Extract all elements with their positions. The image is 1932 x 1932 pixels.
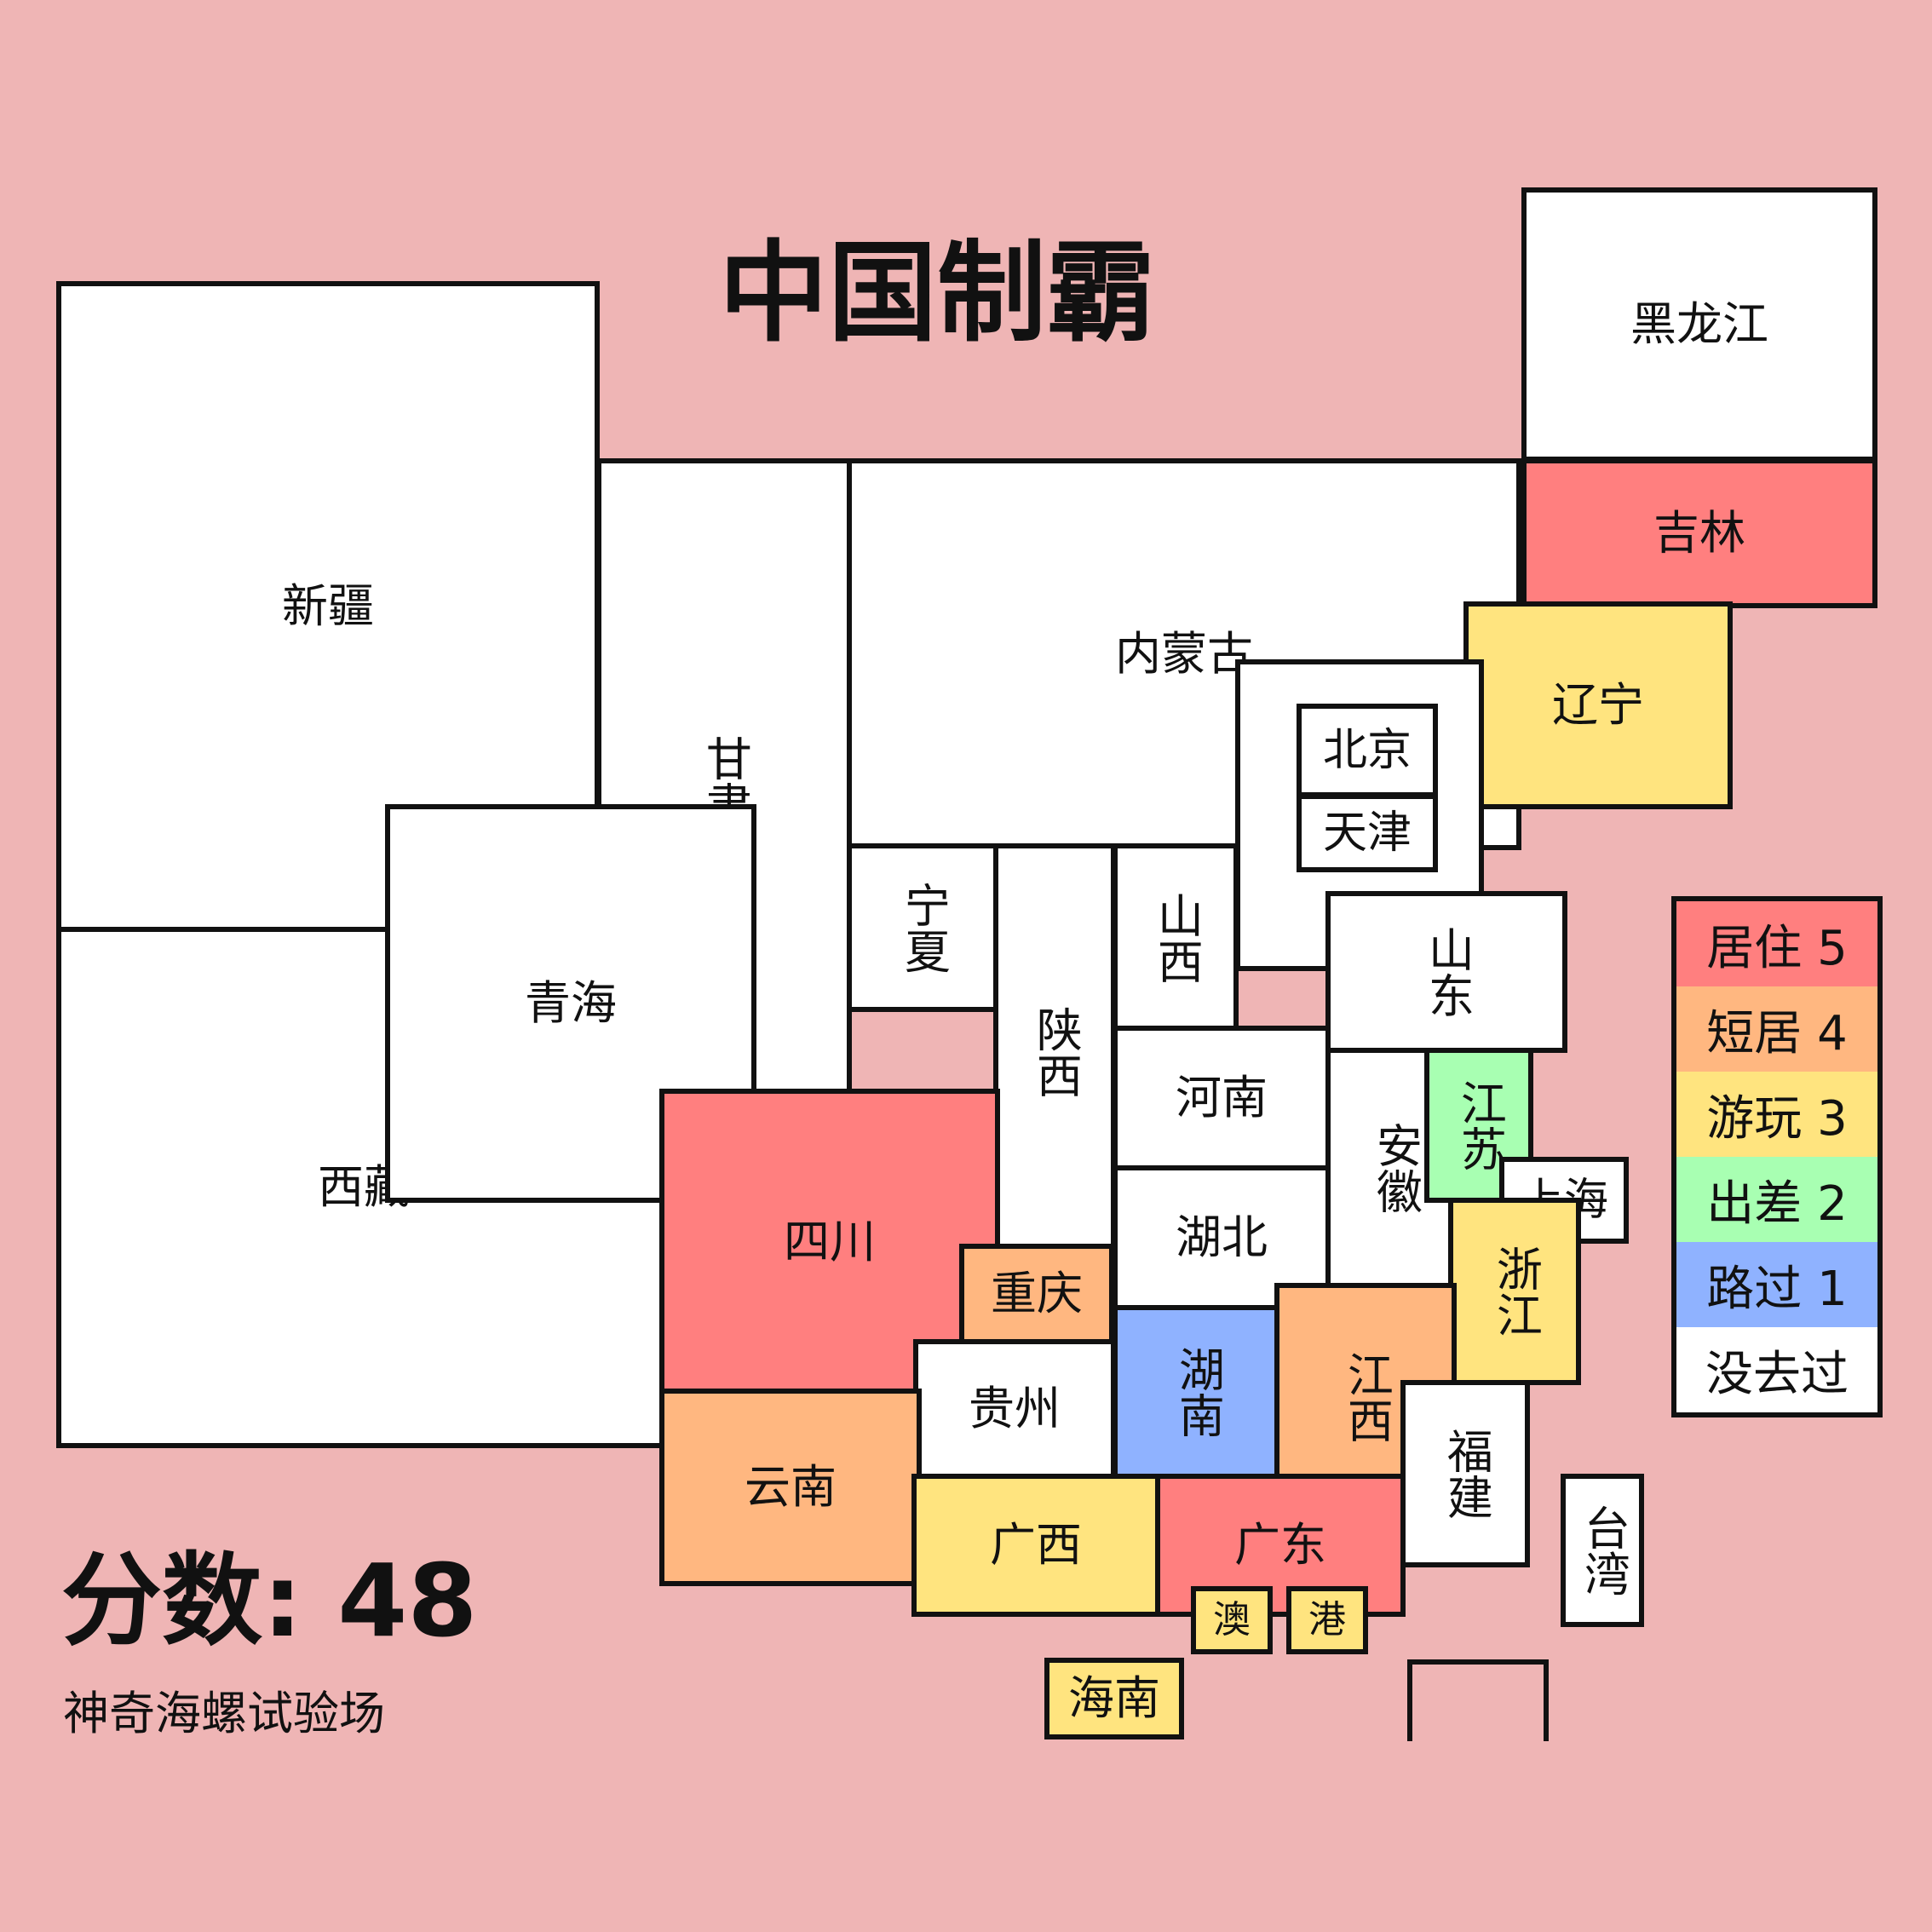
province-zhejiang[interactable]: 浙江: [1448, 1198, 1581, 1385]
province-label: 重庆: [991, 1266, 1083, 1320]
province-label: 台湾: [1576, 1504, 1630, 1596]
province-label: 吉林: [1653, 505, 1745, 560]
score-text: 分数: 48: [61, 1542, 478, 1659]
province-label: 广东: [1234, 1517, 1326, 1572]
province-label: 浙江: [1488, 1245, 1543, 1337]
province-taiwan[interactable]: 台湾: [1561, 1474, 1644, 1627]
province-label: 青海: [525, 975, 617, 1030]
province-shaanxi[interactable]: 陕西: [993, 843, 1116, 1261]
province-label: 四川: [784, 1214, 876, 1268]
province-label: 天津: [1322, 807, 1412, 859]
subtitle: 神奇海螺试验场: [63, 1687, 385, 1740]
province-hunan[interactable]: 湖南: [1113, 1305, 1281, 1479]
legend-item-level-1: 路过 1: [1676, 1242, 1877, 1327]
page-title: 中国制霸: [718, 230, 1155, 357]
province-label: 北京: [1322, 724, 1412, 776]
province-guizhou[interactable]: 贵州: [913, 1339, 1116, 1479]
province-shandong[interactable]: 山东: [1325, 891, 1567, 1053]
province-label: 陕西: [1028, 1006, 1083, 1098]
province-label: 辽宁: [1552, 677, 1644, 732]
province-label: 内蒙古: [1115, 626, 1253, 681]
province-label: 山西: [1149, 892, 1204, 984]
province-label: 海南: [1068, 1670, 1160, 1725]
province-label: 云南: [745, 1459, 837, 1514]
province-shanxi[interactable]: 山西: [1113, 843, 1239, 1032]
province-fujian[interactable]: 福建: [1400, 1380, 1530, 1567]
province-label: 澳: [1213, 1597, 1251, 1642]
province-tianjin[interactable]: 天津: [1297, 794, 1438, 872]
legend-item-level-3: 游玩 3: [1676, 1072, 1877, 1157]
province-yunnan[interactable]: 云南: [659, 1389, 922, 1586]
province-xianggang[interactable]: 港: [1286, 1586, 1368, 1654]
province-label: 山东: [1420, 926, 1475, 1018]
province-label: 港: [1308, 1597, 1346, 1642]
province-heilongjiang[interactable]: 黑龙江: [1521, 187, 1877, 462]
province-label: 贵州: [969, 1381, 1061, 1435]
province-label: 江西: [1339, 1351, 1394, 1443]
province-label: 湖北: [1176, 1210, 1268, 1264]
province-label: 安徽: [1368, 1122, 1423, 1214]
province-label: 新疆: [282, 578, 374, 633]
province-label: 河南: [1176, 1070, 1268, 1124]
province-guangxi[interactable]: 广西: [911, 1474, 1160, 1617]
province-label: 宁夏: [896, 882, 951, 974]
province-label: 湖南: [1170, 1346, 1225, 1438]
nanhai-islands-frame: [1407, 1659, 1549, 1741]
province-label: 福建: [1439, 1428, 1493, 1520]
legend-item-level-4: 短居 4: [1676, 986, 1877, 1072]
province-label: 江苏: [1452, 1079, 1507, 1171]
province-hainan[interactable]: 海南: [1044, 1658, 1184, 1739]
legend-item-level-2: 出差 2: [1676, 1157, 1877, 1242]
province-aomen[interactable]: 澳: [1191, 1586, 1273, 1654]
province-label: 广西: [990, 1517, 1082, 1572]
legend-item-level-5: 居住 5: [1676, 901, 1877, 986]
province-chongqing[interactable]: 重庆: [959, 1244, 1114, 1344]
province-beijing[interactable]: 北京: [1297, 704, 1438, 797]
legend-item-level-0: 没去过: [1676, 1327, 1877, 1412]
province-xinjiang[interactable]: 新疆: [56, 281, 600, 932]
province-label: 黑龙江: [1630, 296, 1768, 351]
province-ningxia[interactable]: 宁夏: [847, 843, 998, 1012]
province-liaoning[interactable]: 辽宁: [1463, 601, 1733, 809]
province-jilin[interactable]: 吉林: [1521, 458, 1877, 608]
province-henan[interactable]: 河南: [1113, 1026, 1331, 1170]
